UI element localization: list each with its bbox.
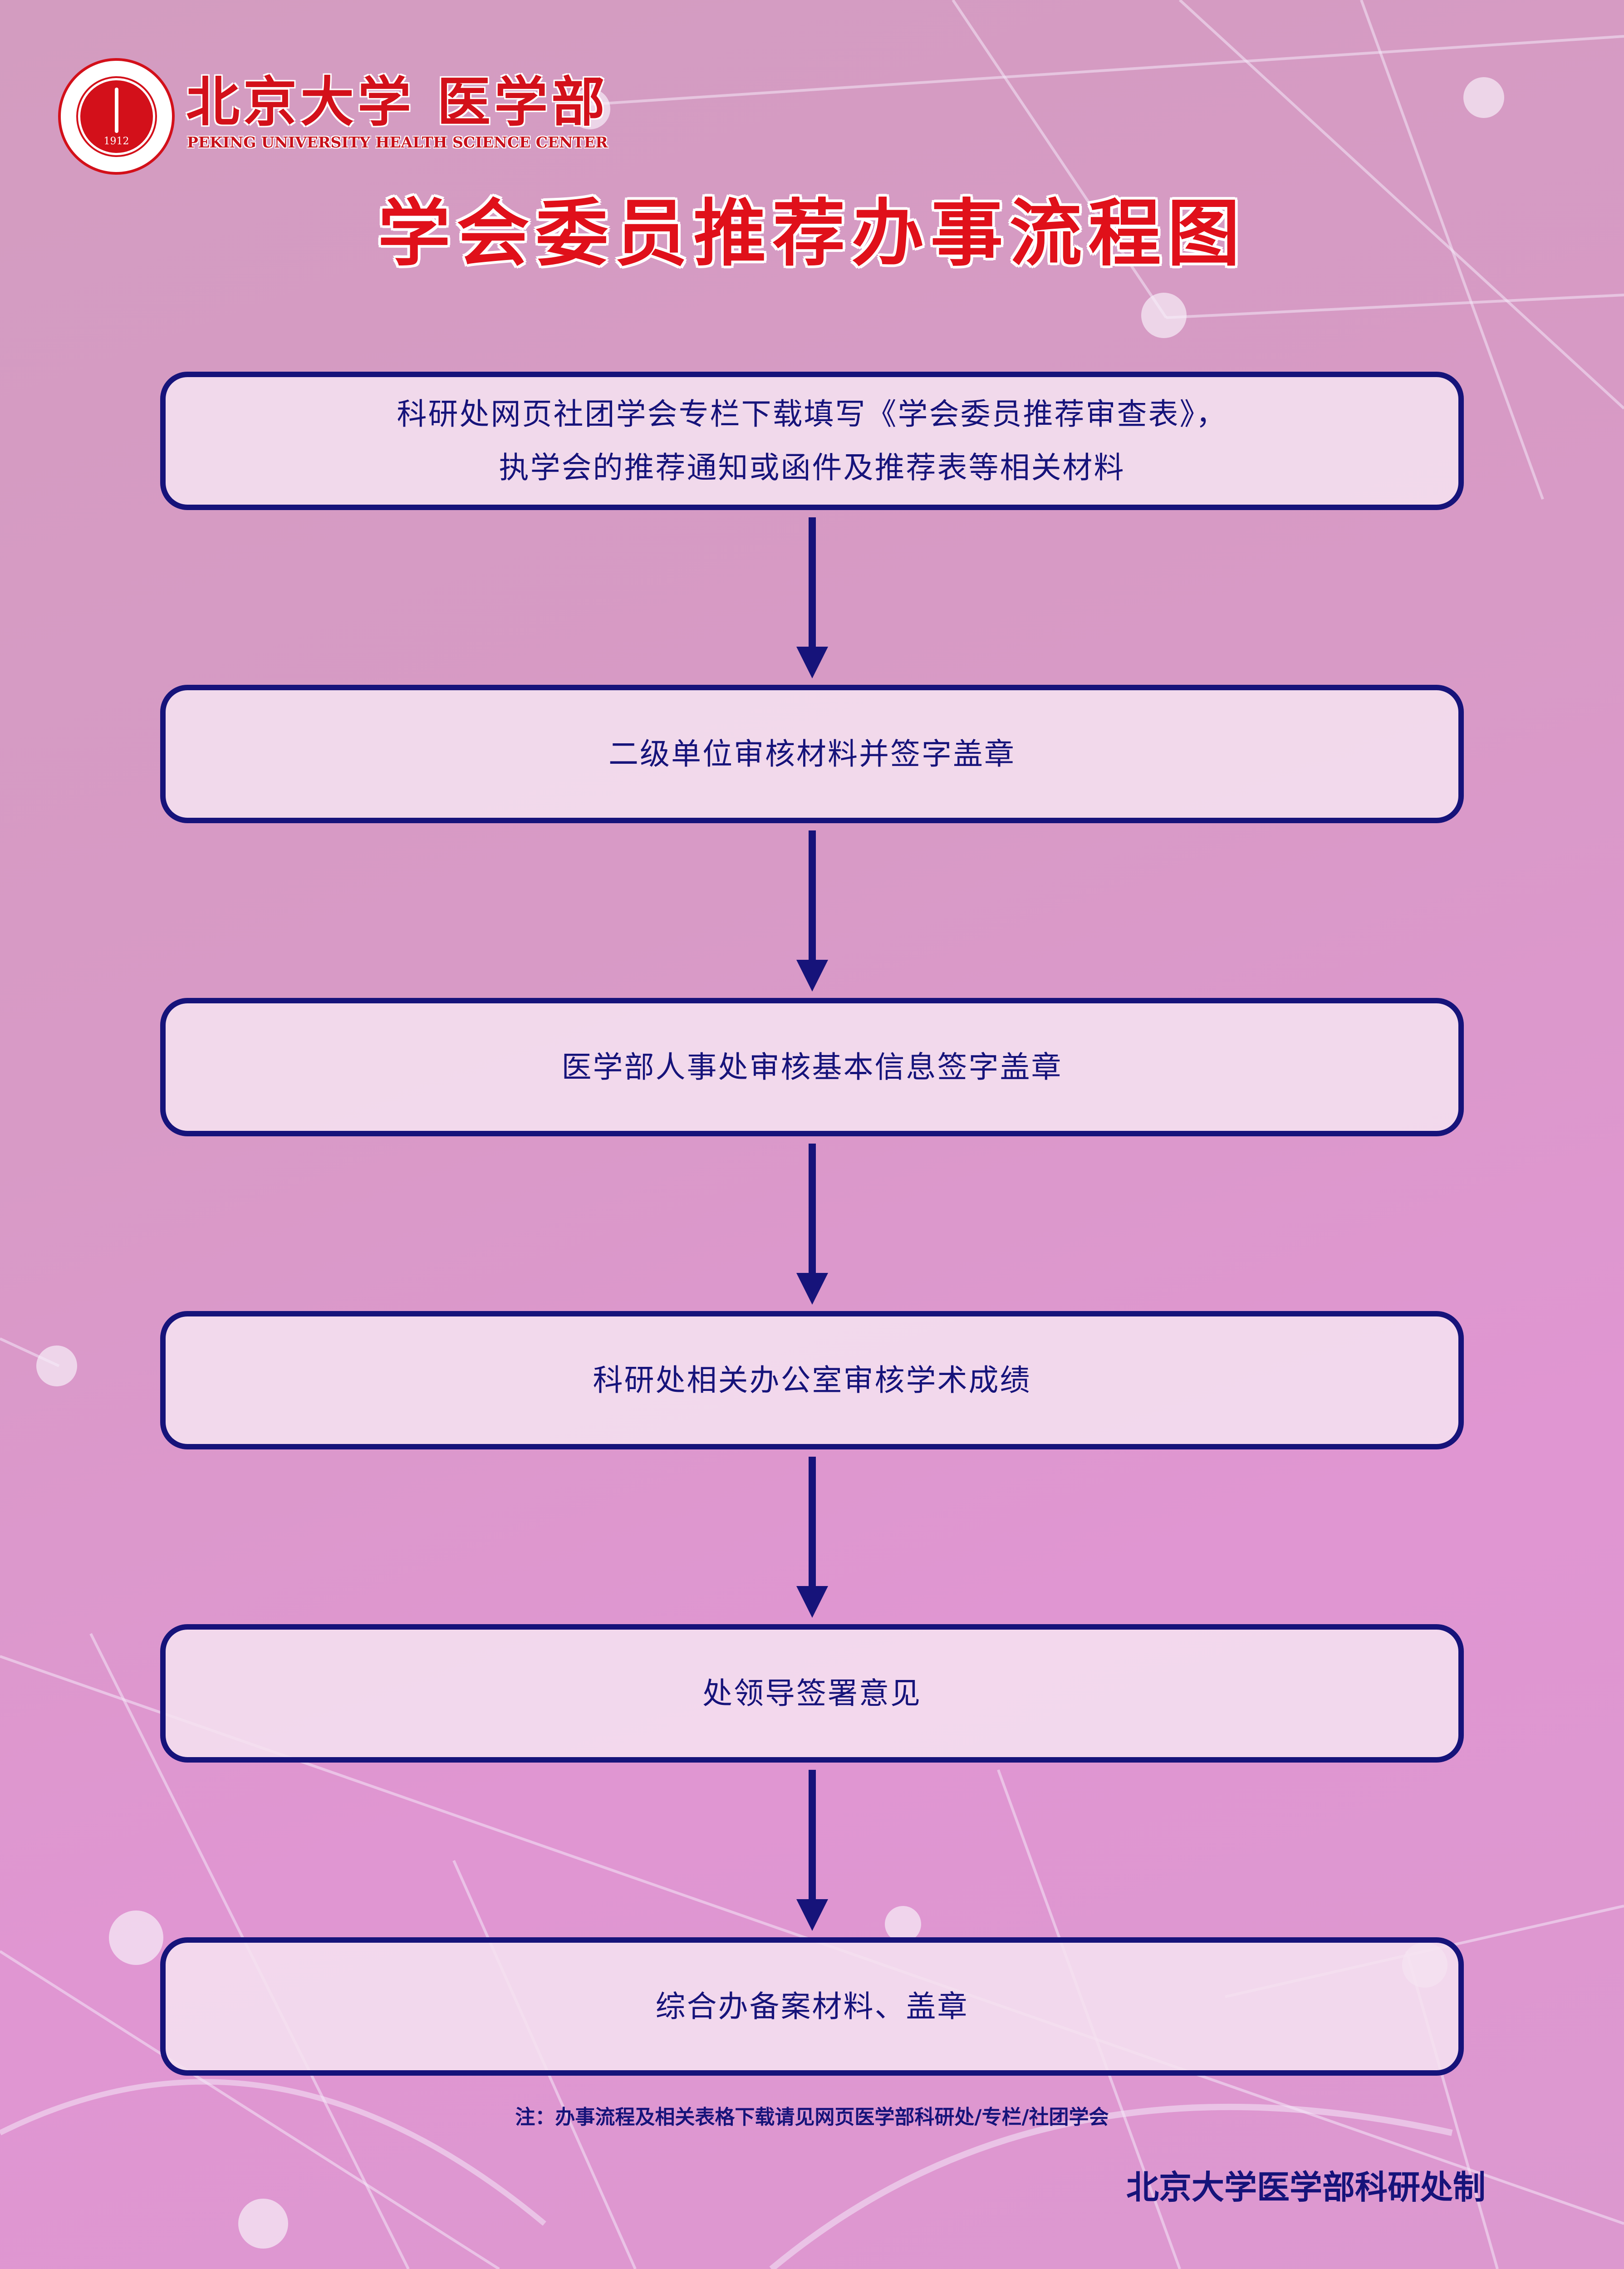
logo-name-en: PEKING UNIVERSITY HEALTH SCIENCE CENTER [187,133,608,151]
arrow-down-icon [796,830,828,992]
arrow-down-icon [796,1144,828,1305]
flow-step-5: 处领导签署意见 [160,1624,1464,1763]
flow-step-1: 科研处网页社团学会专栏下载填写《学会委员推荐审查表》， 执学会的推荐通知或函件及… [160,372,1464,510]
page-title: 学会委员推荐办事流程图 [378,191,1246,276]
step-text: 综合办备案材料、盖章 [655,1989,969,2024]
arrow-down-icon [796,1457,828,1618]
flow-step-6: 综合办备案材料、盖章 [160,1937,1464,2076]
arrow-down-icon [796,1770,828,1931]
step-text: 医学部人事处审核基本信息签字盖章 [561,1049,1063,1085]
staff-of-asclepius-icon [114,87,118,133]
step-text: 执学会的推荐通知或函件及推荐表等相关材料 [499,450,1125,485]
step-text: 科研处相关办公室审核学术成绩 [593,1362,1031,1398]
arrow-down-icon [796,517,828,678]
logo-name-cn: 北京大学 医学部 [186,70,609,133]
seal-year: 1912 [103,135,129,147]
issuer-signature: 北京大学医学部科研处制 [1126,2168,1486,2206]
step-text: 二级单位审核材料并签字盖章 [608,736,1016,771]
flow-step-2: 二级单位审核材料并签字盖章 [160,685,1464,823]
step-text: 处领导签署意见 [702,1675,922,1711]
flow-step-3: 医学部人事处审核基本信息签字盖章 [160,998,1464,1136]
flow-step-4: 科研处相关办公室审核学术成绩 [160,1311,1464,1449]
footnote: 注：办事流程及相关表格下载请见网页医学部科研处/专栏/社团学会 [515,2106,1109,2129]
university-seal-icon: 1912 [58,58,175,175]
step-text: 科研处网页社团学会专栏下载填写《学会委员推荐审查表》， [397,396,1227,432]
